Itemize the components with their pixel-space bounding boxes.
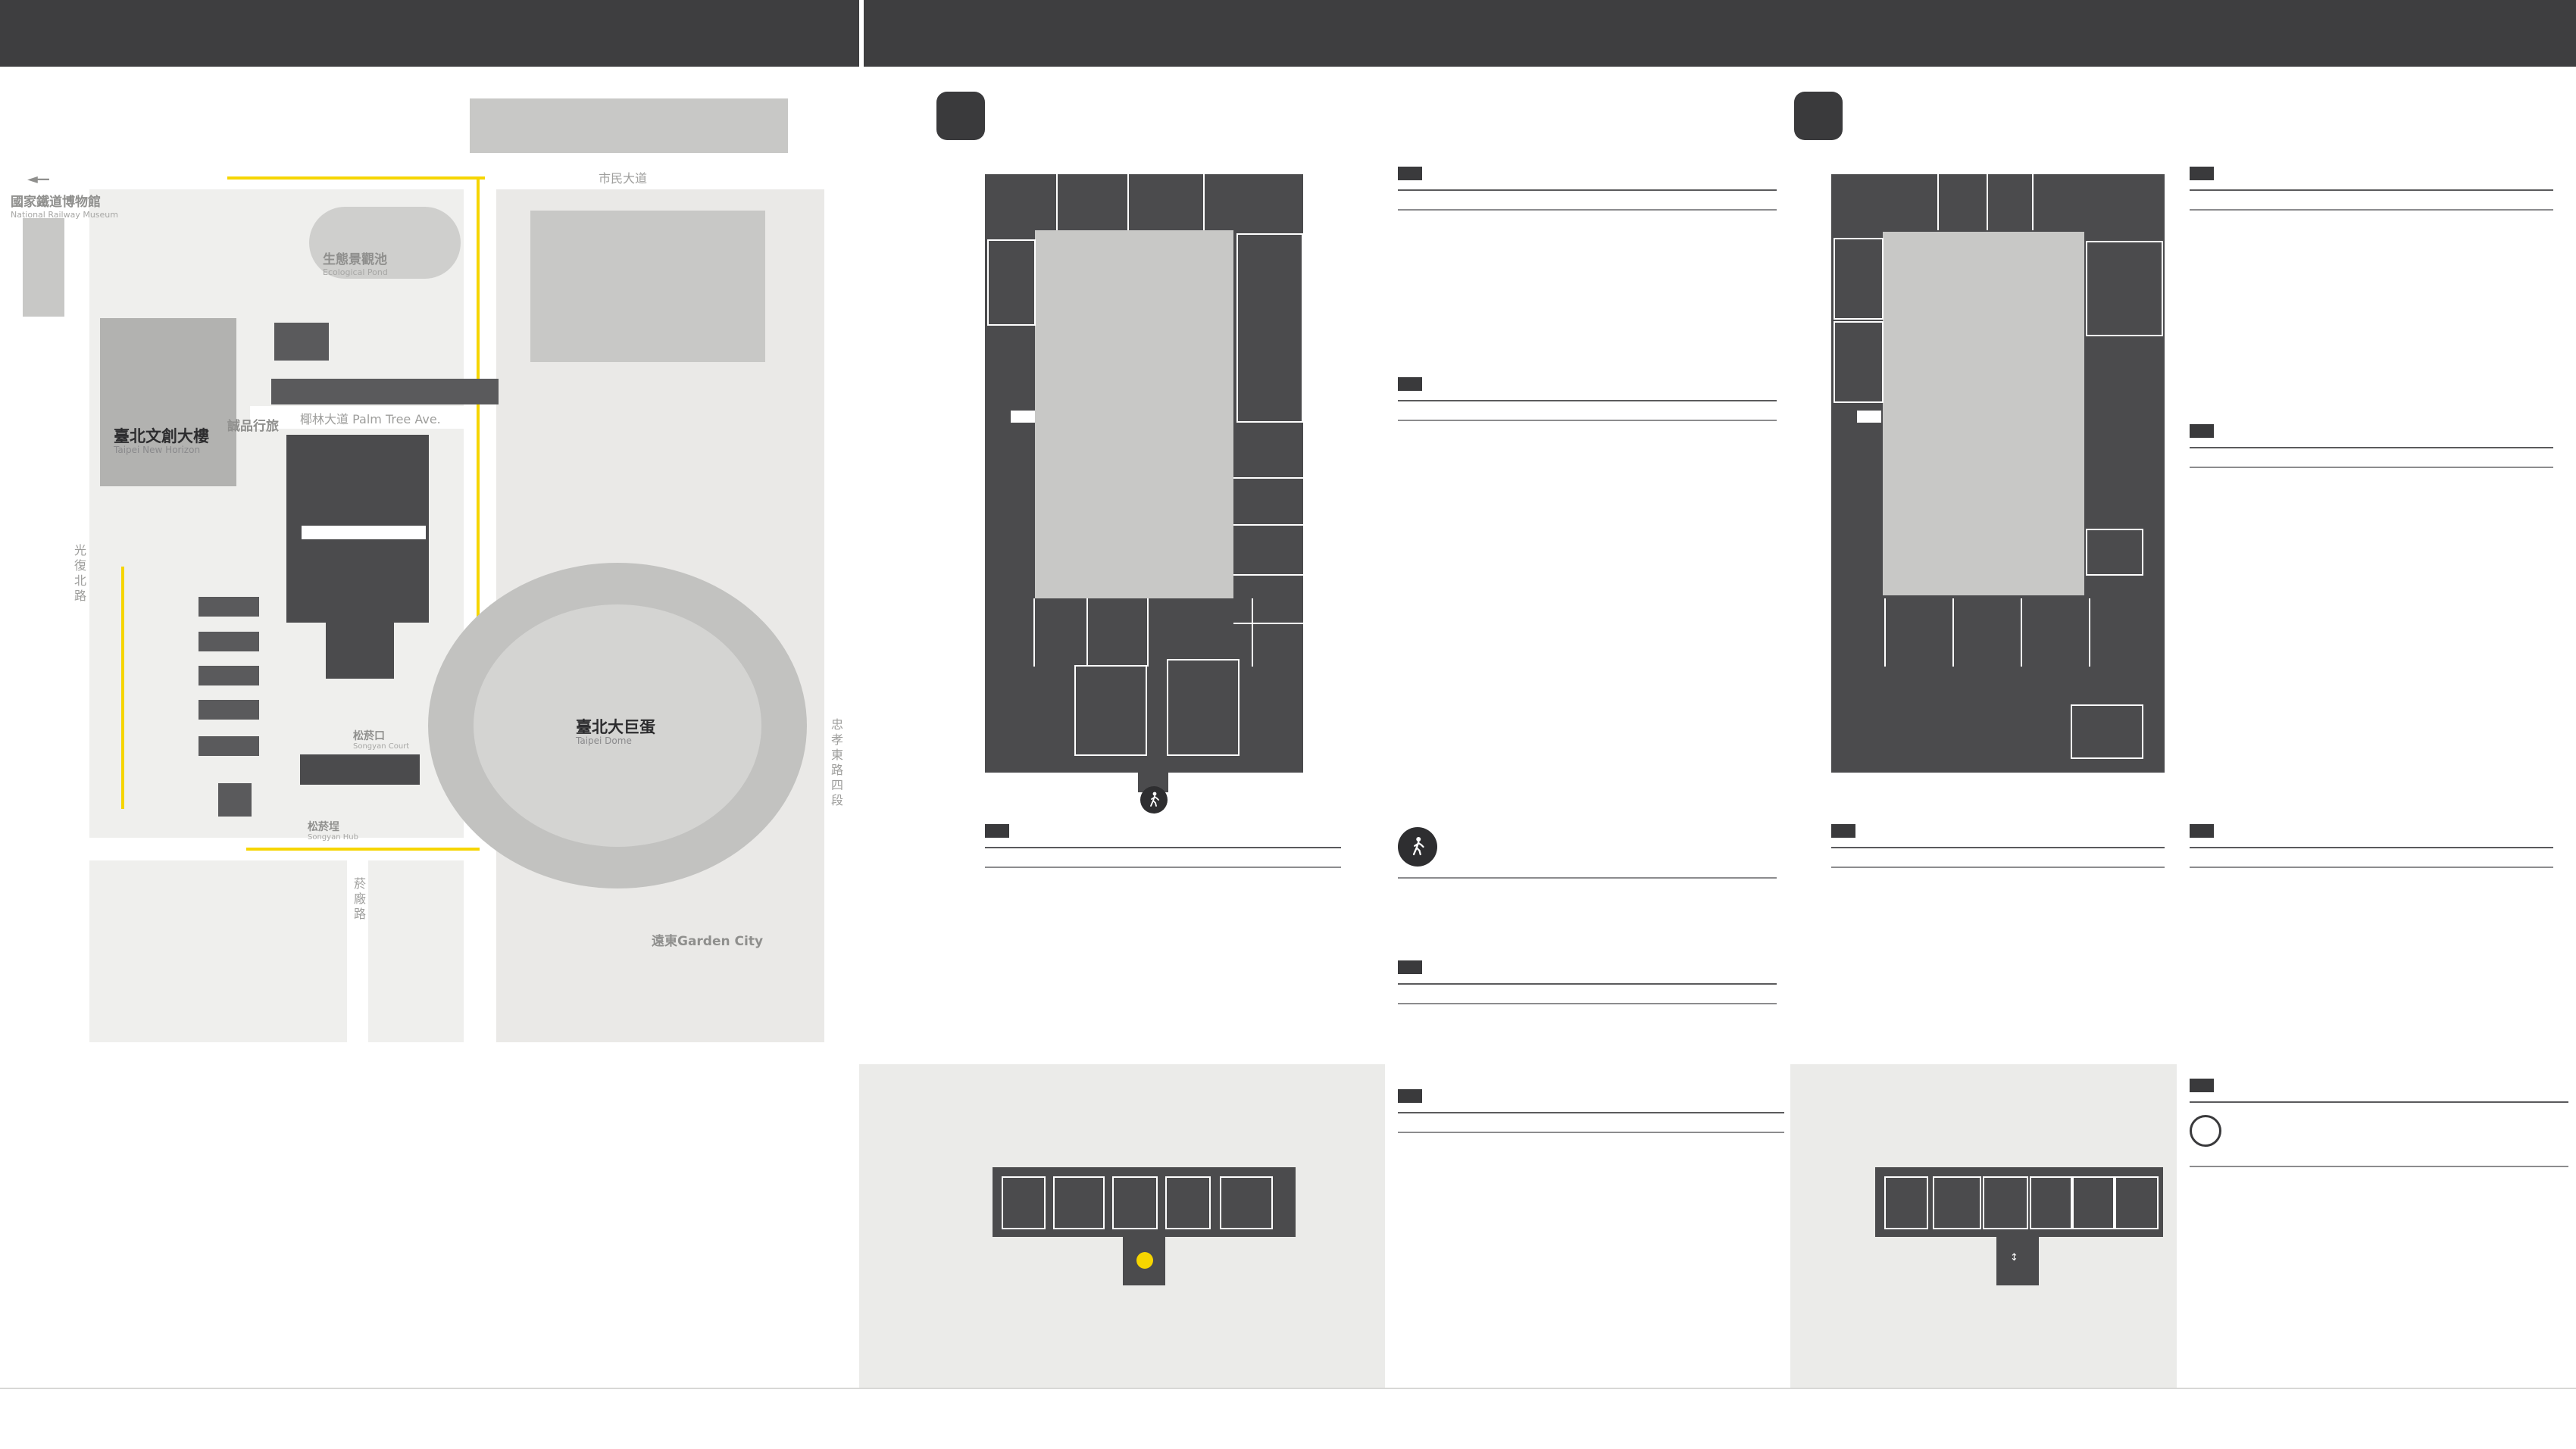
a6-office-building — [300, 754, 420, 785]
north-arrow-glyph: ◄— — [27, 171, 50, 187]
section-a7w-1f — [1398, 377, 1777, 421]
section-a6-1f — [1398, 1089, 1784, 1133]
section-a7e-2f — [2190, 167, 2553, 211]
section-a7s-2f — [1831, 824, 2165, 868]
baroque-garden — [1035, 230, 1233, 598]
room-list — [2190, 448, 2553, 461]
section-badge — [1398, 167, 1422, 180]
room-list — [985, 848, 1341, 860]
road-label: 椰林大道 Palm Tree Ave. — [300, 412, 441, 426]
section-badge — [2190, 424, 2214, 438]
map-area-label: 遠東Garden City — [652, 934, 764, 949]
section-badge — [2190, 824, 2214, 838]
section-badge — [2190, 1079, 2214, 1092]
road-label: 菸廠路 — [352, 877, 366, 923]
songyan-court-note — [1398, 827, 1777, 879]
warehouse-4 — [199, 700, 259, 720]
route-line — [477, 180, 480, 831]
a6-2f-plan: ↕ — [1875, 1140, 2163, 1329]
room-list — [1398, 191, 1777, 203]
room-list — [2190, 848, 2553, 860]
floor-plan-1f — [985, 174, 1303, 792]
road-zhongxiao-e — [0, 1042, 859, 1051]
walking-person-icon — [1398, 827, 1437, 867]
facility-icon-strip — [0, 1388, 2576, 1449]
room-list — [2190, 191, 2553, 203]
road-guangfu-n — [67, 164, 89, 1051]
road-label: 光復北路 — [72, 544, 86, 604]
route-line — [121, 567, 124, 809]
road-tobacco-factory-rd — [347, 860, 368, 1042]
floor-1f-badge — [936, 92, 985, 140]
floor-3f-badge — [2190, 1115, 2221, 1147]
section-badge — [1398, 960, 1422, 974]
a7-west-wing — [326, 623, 394, 679]
left-panel-header — [0, 0, 859, 67]
section-badge — [1831, 824, 1855, 838]
warehouse-3 — [199, 666, 259, 685]
section-a6-2f — [2190, 1079, 2568, 1167]
floor-plan-2f — [1831, 174, 2165, 773]
north-arrow-icon: ◄— — [21, 171, 50, 187]
section-a7n-1f — [1398, 960, 1777, 1004]
route-line — [246, 848, 480, 851]
road-palm-tree-ave — [250, 406, 464, 429]
warehouse-2 — [199, 632, 259, 651]
ecological-pond-shape — [309, 207, 461, 279]
room-list — [1398, 401, 1777, 414]
warehouse-1 — [199, 597, 259, 617]
railway-museum-building — [23, 218, 64, 317]
route-line — [227, 176, 485, 180]
road-label: 忠孝東路四段 — [829, 718, 843, 809]
a6-1f-plan — [993, 1140, 1296, 1329]
info-icon — [1136, 1252, 1153, 1269]
songyan-court-walk-icon — [1140, 786, 1168, 814]
elevator-icon: ↕ — [2010, 1252, 2018, 1263]
northeast-building — [530, 211, 765, 362]
taipei-new-horizon-building — [100, 318, 236, 486]
right-panel-header — [864, 0, 2576, 67]
section-badge — [1398, 377, 1422, 391]
park-name-box — [302, 526, 426, 539]
section-a7e-1f — [1398, 167, 1777, 211]
room-row-3f — [2190, 1115, 2568, 1147]
road-east — [824, 189, 844, 1042]
a0-building — [218, 783, 252, 817]
section-a7s-1f — [985, 824, 1341, 868]
room-list — [1398, 1113, 1784, 1126]
floor-2f-badge — [1794, 92, 1843, 140]
section-badge — [2190, 167, 2214, 180]
warehouse-5 — [199, 736, 259, 756]
room-list — [1398, 985, 1777, 997]
a11-building — [274, 323, 329, 361]
a7-building-label-1f — [1011, 411, 1035, 423]
section-a7n-2f — [2190, 824, 2553, 868]
room-list — [2190, 1103, 2568, 1115]
north-buildings — [470, 98, 788, 153]
atrium-2f — [1883, 232, 2084, 595]
taipei-dome-inner — [474, 604, 761, 847]
section-a7w-2f — [2190, 424, 2553, 468]
section-badge — [1398, 1089, 1422, 1103]
section-badge — [985, 824, 1009, 838]
a8-a10-buildings — [271, 379, 499, 404]
room-list — [1831, 848, 2165, 860]
map-area-label: 誠品行旅 — [227, 419, 279, 434]
road-label: 市民大道 — [599, 171, 648, 186]
a7-building-label-2f — [1857, 411, 1881, 423]
